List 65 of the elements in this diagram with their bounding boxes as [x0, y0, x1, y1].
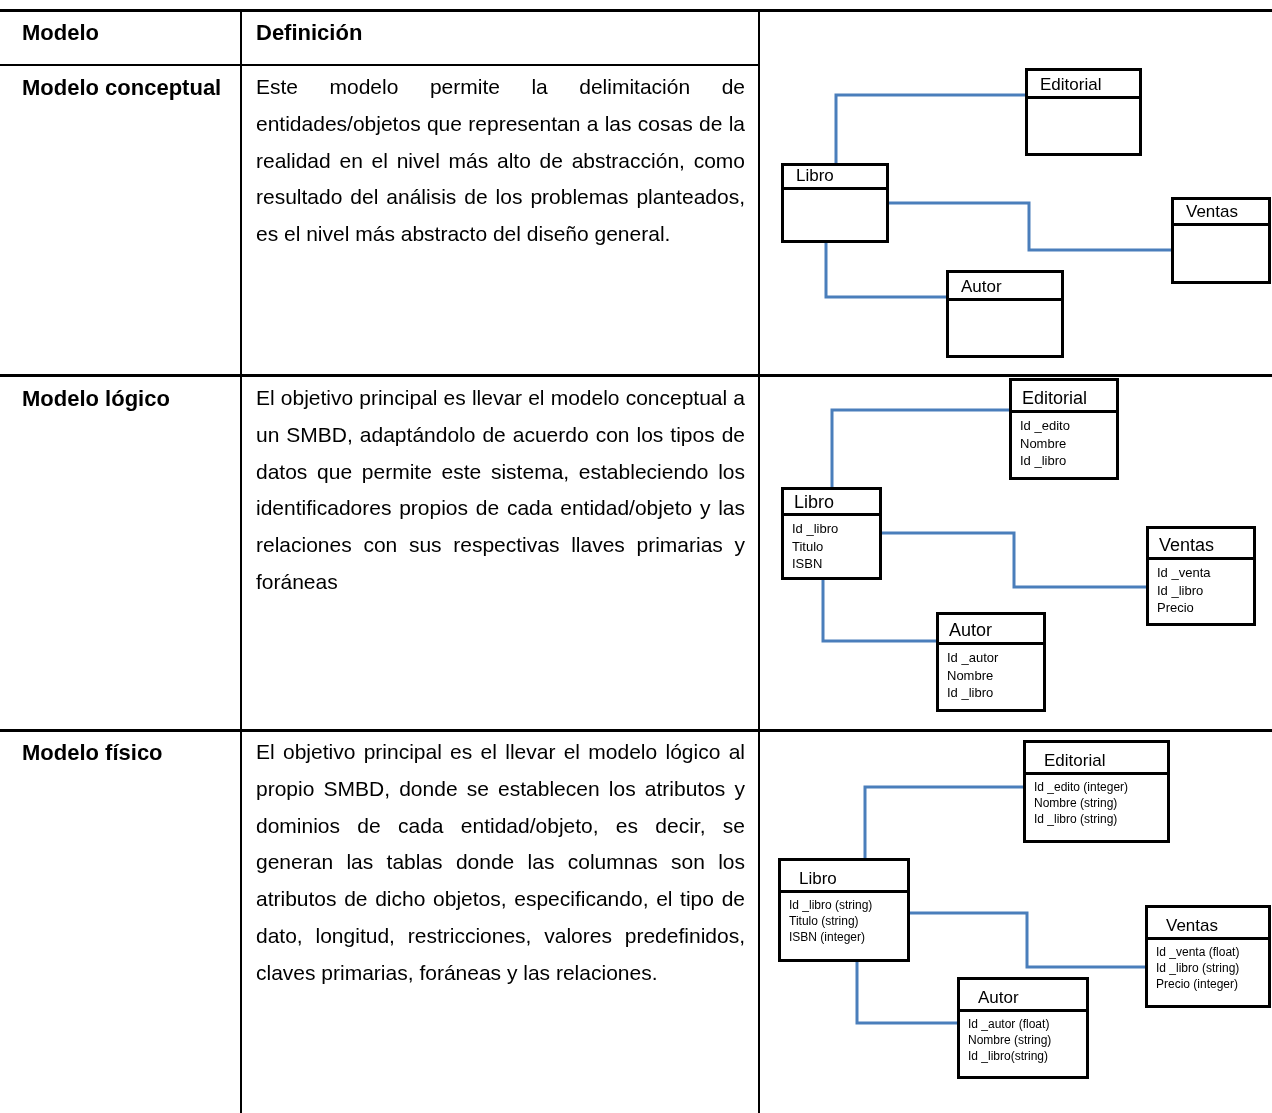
definition-text: El objetivo principal es el llevar el modelo lógico al propio SMBD, donde se establecen los atributos y dominios de cada entidad/objeto, es decir, se generan las tablas donde las columnas son los atributos de dicho objetos, especificando, el tipo de dato, longitud, restricciones, valores predefinidos, claves primarias, foráneas y las relaciones. — [256, 739, 745, 986]
attribute-text: Titulo (string) — [789, 913, 859, 930]
attribute-text: Id _autor — [947, 649, 999, 667]
attribute-text: Id _edito — [1020, 417, 1070, 435]
attribute-text: Nombre — [1020, 434, 1067, 453]
row-header: Modelo conceptual — [22, 74, 223, 102]
entity-box — [1009, 378, 1119, 480]
entity-box — [946, 270, 1064, 358]
connector-line — [910, 911, 1145, 969]
definition-text: El objetivo principal es llevar el modelo conceptual a un SMBD, adaptándolo de acuerdo con los tipos de datos que permite este sistema, estableciendo los identificadores propios de cada entidad/objeto y las relaciones con sus respectivas llaves primarias y foráneas — [256, 385, 745, 595]
attribute-text: Id _venta — [1157, 564, 1211, 582]
attribute-text: Nombre (string) — [1034, 795, 1118, 812]
connector-line — [882, 531, 1146, 589]
attribute-text: Id _libro (string) — [1156, 960, 1240, 977]
entity-name: Libro — [794, 492, 835, 513]
entity-name: Ventas — [1186, 203, 1238, 222]
row-header: Modelo lógico — [22, 385, 171, 413]
entity-box — [957, 977, 1089, 1079]
row-header: Modelo físico — [22, 739, 164, 767]
entity-name: Libro — [799, 870, 837, 889]
entity-name: Editorial — [1022, 389, 1088, 409]
connector-line — [834, 93, 1025, 163]
connector-line — [830, 408, 1009, 487]
attribute-text: ISBN (integer) — [789, 929, 866, 946]
attribute-text: Id _libro — [947, 684, 994, 702]
connector-line — [863, 785, 1023, 858]
attribute-text: Id _libro (string) — [789, 897, 873, 914]
entity-name: Libro — [796, 167, 834, 186]
attribute-text: Precio — [1157, 599, 1194, 617]
entity-box — [778, 858, 910, 962]
attribute-text: Id _edito (integer) — [1034, 779, 1129, 796]
attribute-text: ISBN — [792, 555, 823, 573]
connector-line — [821, 580, 936, 643]
attribute-text: Nombre — [947, 666, 994, 685]
entity-box — [936, 612, 1046, 712]
attribute-text: Id _libro — [792, 520, 839, 538]
attribute-text: Id _libro (string) — [1034, 811, 1118, 828]
entity-name: Editorial — [1040, 76, 1102, 95]
entity-box — [1171, 197, 1271, 284]
connector-line — [855, 962, 957, 1025]
attribute-text: Titulo — [792, 537, 824, 556]
attribute-text: Nombre (string) — [968, 1032, 1052, 1049]
entity-name: Autor — [978, 989, 1019, 1008]
entity-box — [1025, 68, 1142, 156]
entity-box — [781, 487, 882, 580]
entity-box — [1145, 905, 1271, 1008]
table-header: Modelo — [22, 19, 100, 47]
entity-box — [1146, 526, 1256, 626]
entity-name: Autor — [949, 621, 993, 641]
attribute-text: Precio (integer) — [1156, 976, 1239, 993]
entity-name: Ventas — [1166, 917, 1218, 936]
definition-text: Este modelo permite la delimitación de entidades/objetos que representan a las cosas de la realidad en el nivel más alto de abstracción, como resultado del análisis de los problemas planteados, es el nivel más abstracto del diseño general. — [256, 74, 745, 248]
attribute-text: Id _autor (float) — [968, 1016, 1050, 1033]
attribute-text: Id _libro(string) — [968, 1048, 1049, 1065]
table-header: Definición — [256, 19, 364, 47]
connector-line — [889, 201, 1171, 252]
entity-name: Autor — [961, 278, 1002, 297]
entity-name: Ventas — [1159, 536, 1215, 556]
entity-name: Editorial — [1044, 752, 1106, 771]
attribute-text: Id _libro — [1157, 581, 1204, 600]
connector-line — [824, 243, 946, 299]
attribute-text: Id _venta (float) — [1156, 944, 1240, 961]
entity-box — [781, 163, 889, 243]
entity-box — [1023, 740, 1170, 843]
attribute-text: Id _libro — [1020, 452, 1067, 470]
